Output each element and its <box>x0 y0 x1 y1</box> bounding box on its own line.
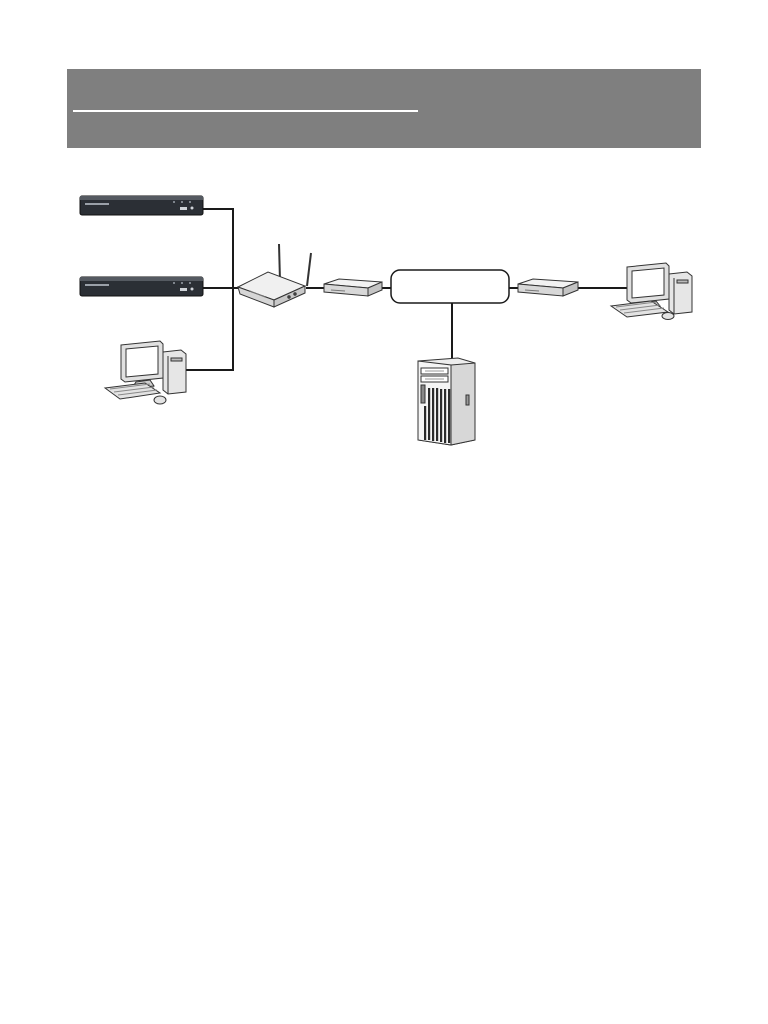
modem-icon <box>517 278 579 297</box>
dvr-recorder-2 <box>79 276 204 297</box>
internet-box <box>390 269 510 304</box>
dvr-icon <box>79 276 204 297</box>
dvr-recorder-1 <box>79 195 204 216</box>
wifi-router-icon <box>236 243 312 308</box>
tower-server-icon <box>417 357 476 446</box>
connection-lines <box>186 208 628 371</box>
dvr-icon <box>79 195 204 216</box>
wireless-router <box>236 243 312 308</box>
server <box>417 357 476 446</box>
link-pc-router <box>186 288 234 371</box>
desktop-computer-icon <box>609 262 693 320</box>
local-pc <box>103 340 187 405</box>
header-banner <box>67 69 701 148</box>
modem-icon <box>323 278 383 297</box>
internet <box>390 269 510 304</box>
modem-left <box>323 278 383 297</box>
desktop-computer-icon <box>103 340 187 405</box>
header-rule <box>73 110 418 112</box>
remote-pc <box>609 262 693 320</box>
link-dvr1-router <box>203 208 234 288</box>
modem-right <box>517 278 579 297</box>
